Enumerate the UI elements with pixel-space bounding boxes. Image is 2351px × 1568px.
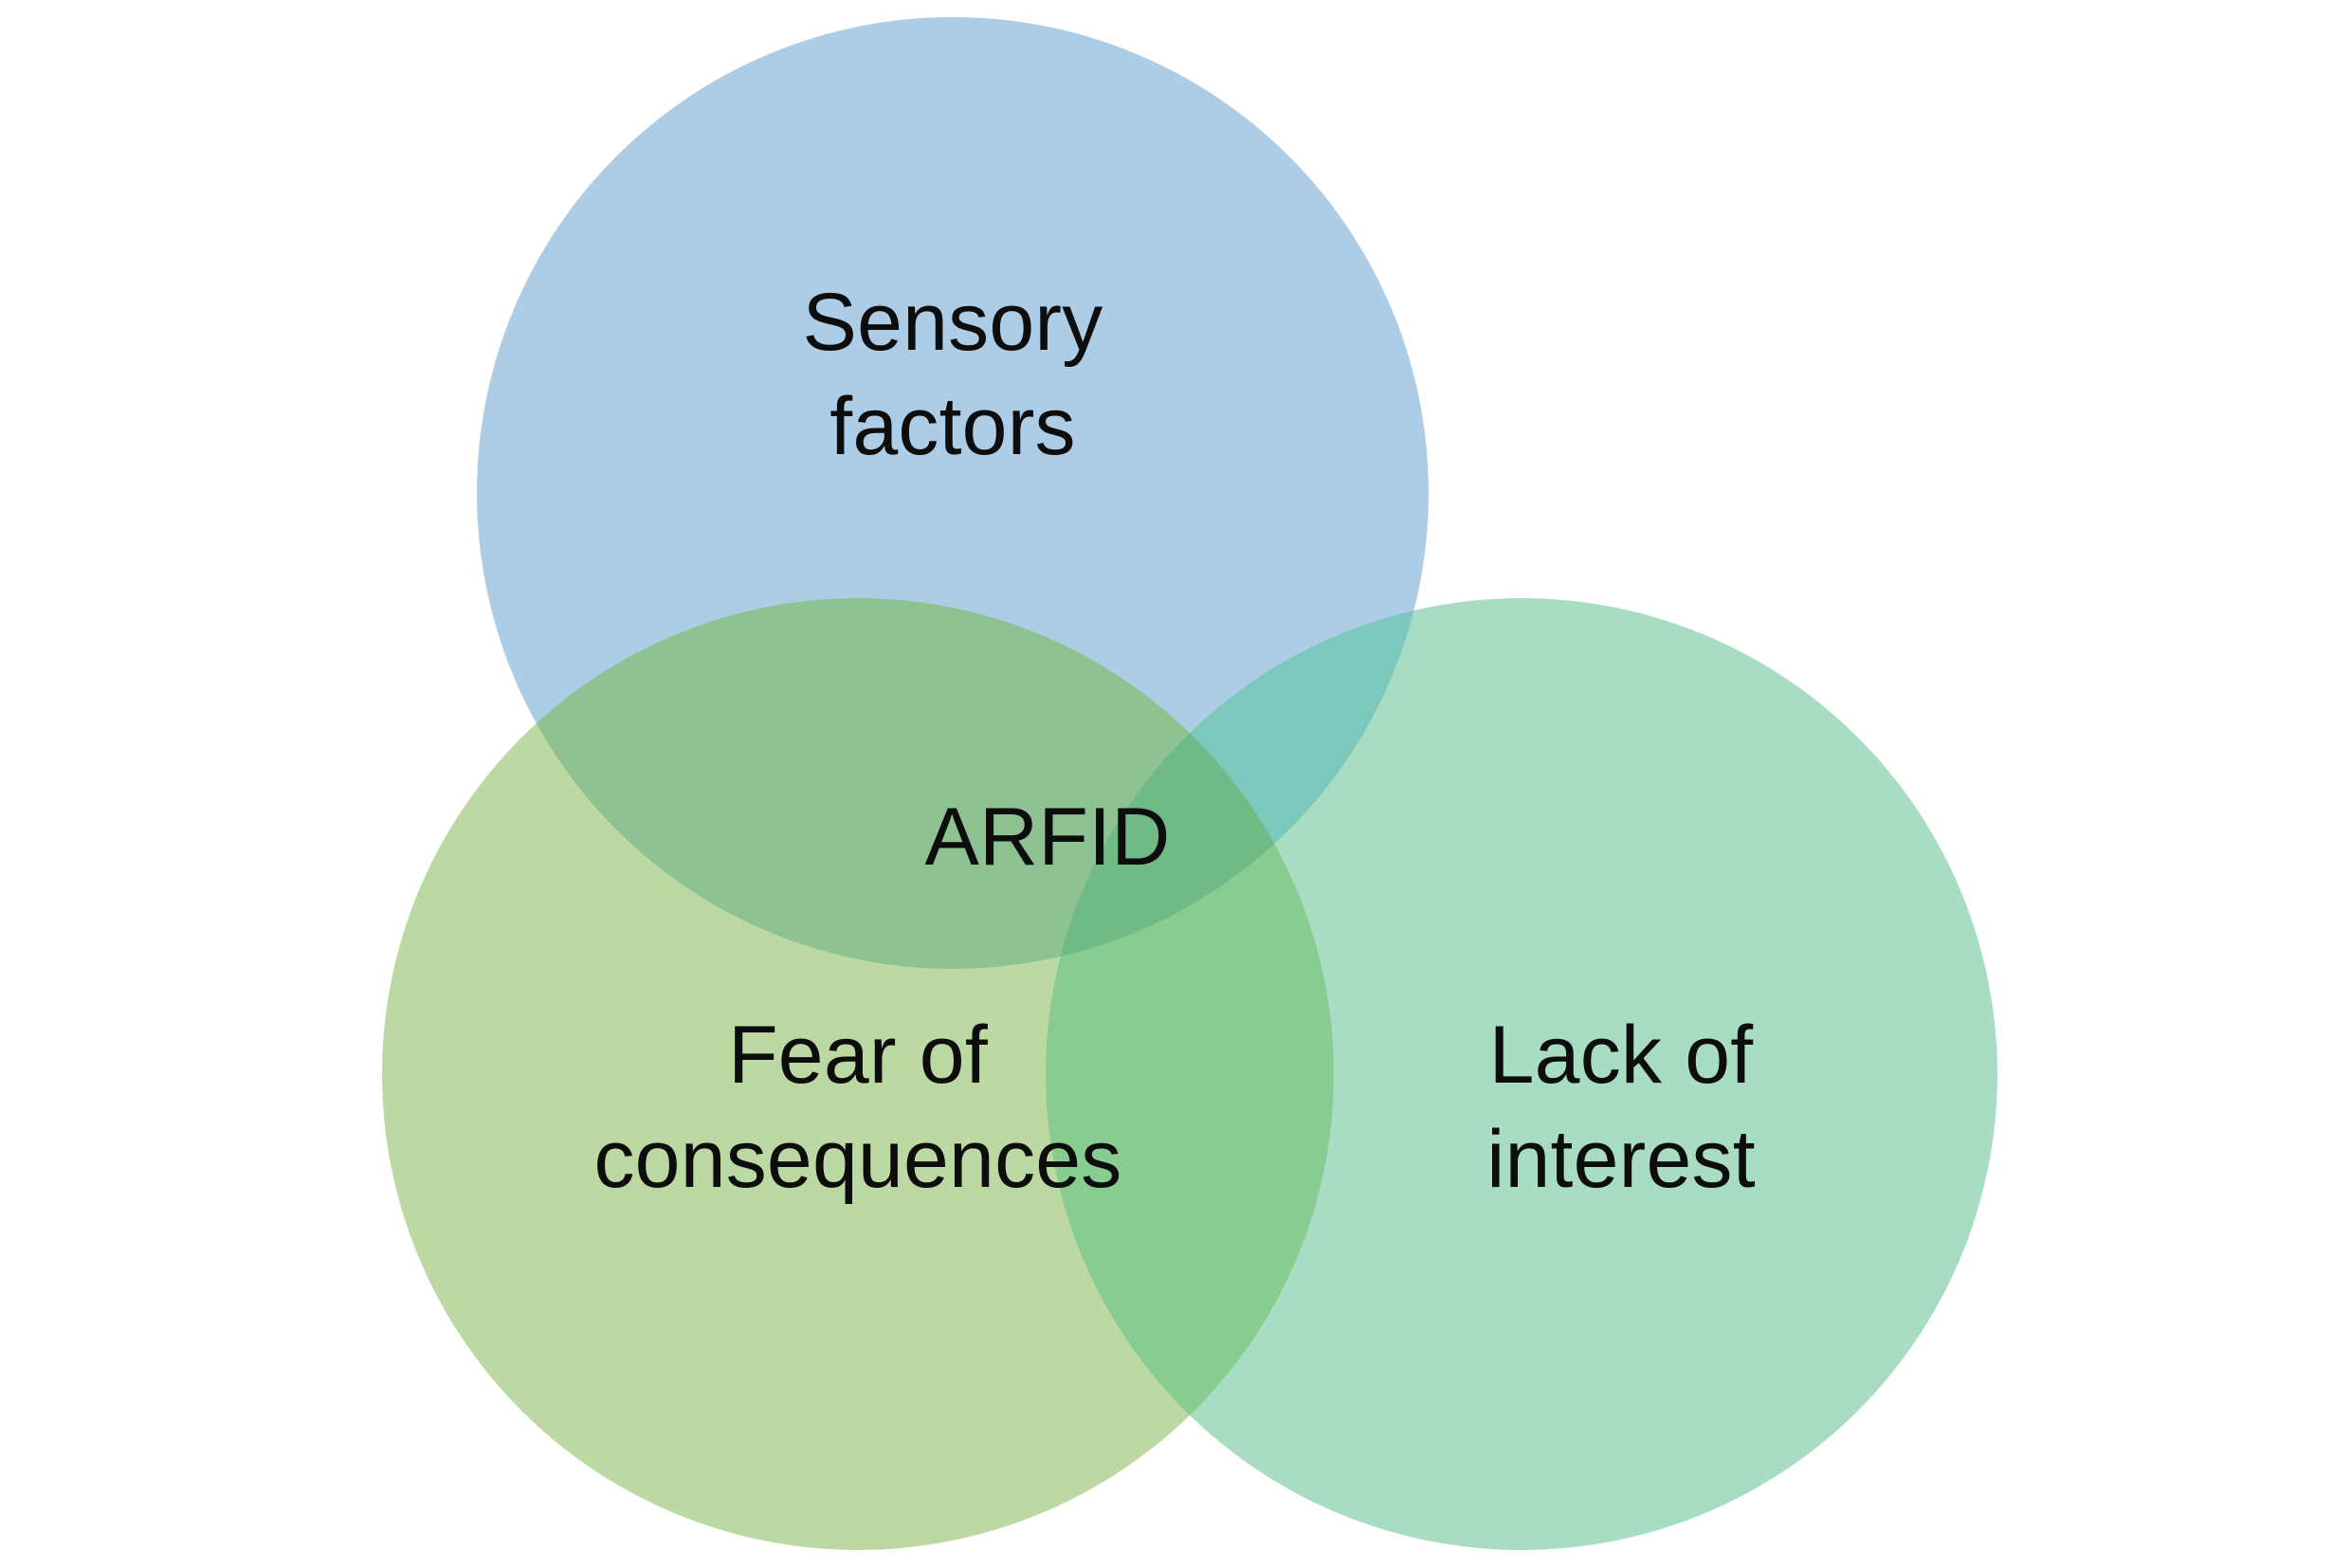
circle-lack-of-interest — [1046, 598, 1997, 1550]
label-lack-of-interest: Lack of interest — [1486, 1010, 1756, 1206]
label-arfid-center: ARFID — [924, 792, 1171, 883]
label-fear-of-consequences: Fear of consequences — [593, 1010, 1122, 1206]
label-sensory-factors: Sensory factors — [802, 277, 1103, 473]
